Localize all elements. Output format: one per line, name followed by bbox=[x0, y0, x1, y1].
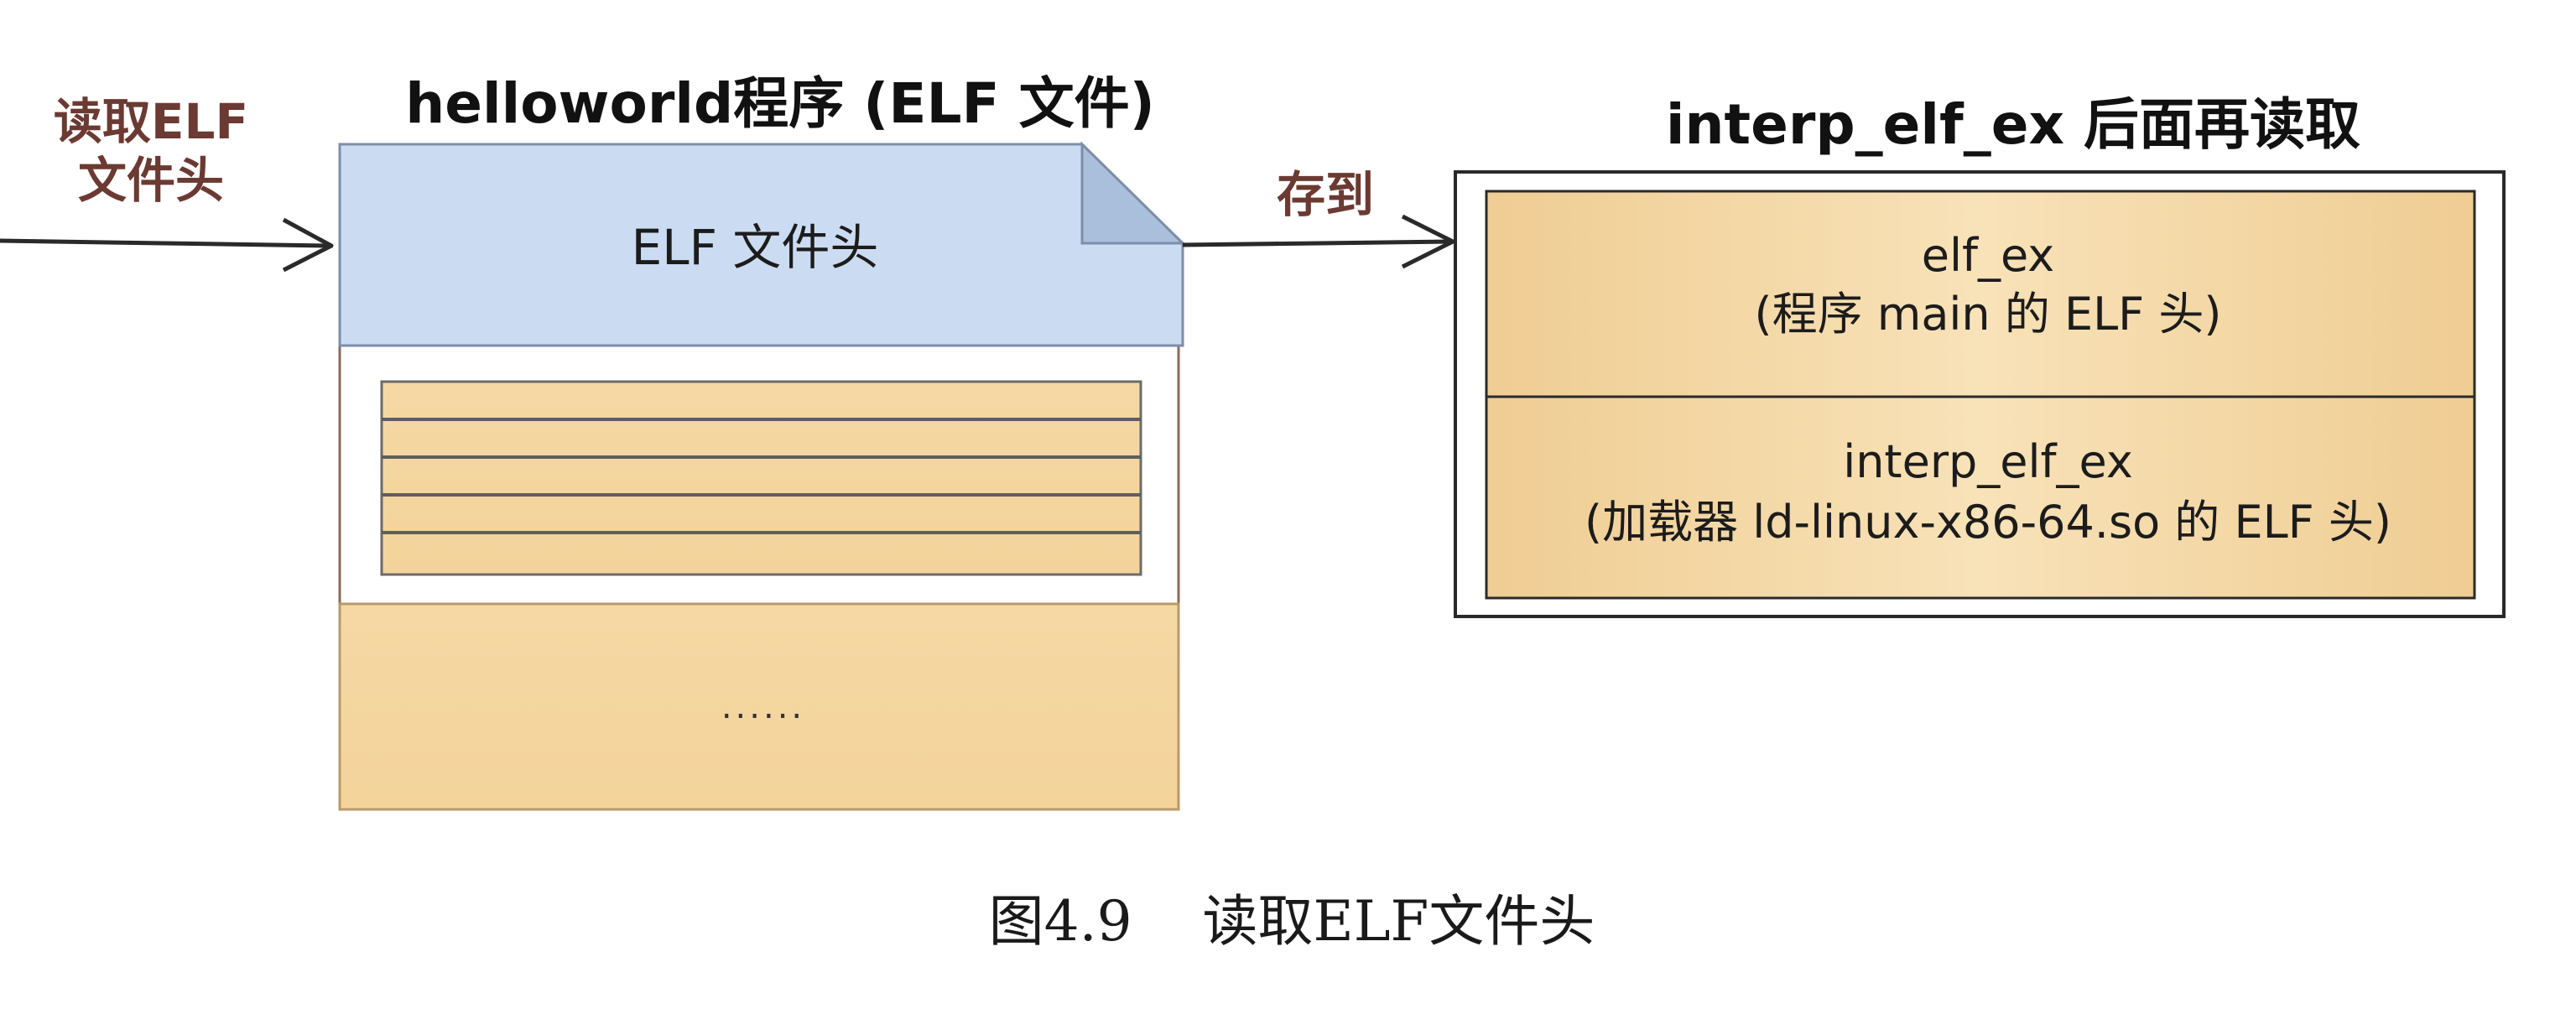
elf-header-label: ELF 文件头 bbox=[631, 219, 879, 276]
read-elf-header-label: 读取ELF 文件头 bbox=[25, 92, 277, 210]
elf-header-block bbox=[338, 141, 1186, 347]
interp-elf-ex-label: interp_elf_ex (加载器 ld-linux-x86-64.so 的 … bbox=[1493, 432, 2483, 553]
elf-file-document bbox=[338, 141, 1186, 811]
interp-elf-ex-desc: (加载器 ld-linux-x86-64.so 的 ELF 头) bbox=[1585, 496, 2391, 549]
target-title: interp_elf_ex 后面再读取 bbox=[1665, 92, 2361, 157]
interp-elf-ex-name: interp_elf_ex bbox=[1843, 435, 2133, 488]
elf-ex-label: elf_ex (程序 main 的 ELF 头) bbox=[1493, 226, 2483, 344]
store-arrow-label: 存到 bbox=[1276, 166, 1374, 223]
read-elf-header-label-line2: 文件头 bbox=[77, 152, 224, 209]
interp-elf-ex-box bbox=[1485, 395, 2476, 600]
target-container bbox=[1454, 170, 2506, 618]
store-arrow bbox=[1182, 214, 1455, 269]
body-ellipsis: ...... bbox=[721, 688, 806, 726]
elf-ex-name: elf_ex bbox=[1921, 229, 2055, 282]
read-elf-header-label-line1: 读取ELF bbox=[53, 93, 249, 150]
figure-caption: 图4.9 读取ELF文件头 bbox=[988, 889, 1595, 954]
program-header-table bbox=[380, 380, 1142, 576]
elf-ex-box bbox=[1485, 190, 2476, 398]
elf-ex-desc: (程序 main 的 ELF 头) bbox=[1754, 288, 2222, 341]
program-title: helloworld程序 (ELF 文件) bbox=[405, 71, 1155, 136]
incoming-arrow bbox=[0, 217, 334, 273]
file-body-section bbox=[338, 602, 1180, 811]
